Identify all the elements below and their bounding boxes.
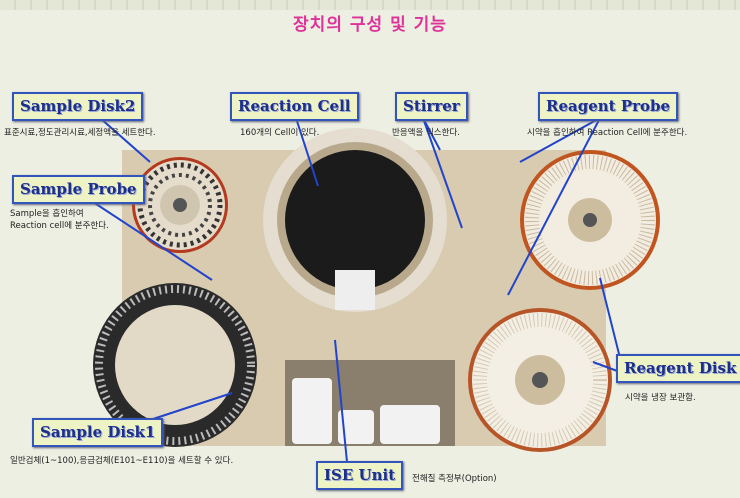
label-ise-unit: ISE Unit xyxy=(316,461,404,490)
desc-sample-probe-line1: Sample을 흡인하여 xyxy=(10,209,84,219)
decorative-border xyxy=(0,0,740,10)
arrow-reagent-probe-1 xyxy=(519,117,601,163)
sample-disk2-drawing xyxy=(132,157,228,253)
desc-sample-probe-line2: Reaction cell에 분주한다. xyxy=(10,221,109,231)
pointer-arrows xyxy=(89,117,621,463)
page-title: 장치의 구성 및 기능 xyxy=(293,15,447,35)
label-reaction-cell: Reaction Cell xyxy=(230,92,359,121)
desc-reaction-cell: 160개의 Cell이 있다. xyxy=(240,128,320,138)
reaction-cell-drawing xyxy=(263,128,447,312)
arrow-reagent-disk-2 xyxy=(592,361,621,373)
ise-unit-drawing xyxy=(285,360,455,446)
label-sample-disk1: Sample Disk1 xyxy=(32,418,164,447)
arrow-sample-disk2 xyxy=(99,117,151,163)
desc-reagent-probe: 시약을 흡인하여 Reaction Cell에 분주한다. xyxy=(527,128,688,138)
desc-reagent-disk: 시약을 냉장 보관함. xyxy=(625,393,696,403)
label-stirrer: Stirrer xyxy=(395,92,468,121)
arrow-reagent-disk-1 xyxy=(599,277,621,359)
arrow-stirrer-2 xyxy=(422,117,463,229)
sample-disk1-drawing xyxy=(93,283,257,447)
label-reagent-probe: Reagent Probe xyxy=(538,92,679,121)
arrow-sample-disk1 xyxy=(149,392,233,421)
reagent-disk-upper-drawing xyxy=(520,150,660,290)
arrow-ise-unit xyxy=(334,339,348,463)
label-sample-disk2: Sample Disk2 xyxy=(12,92,144,121)
reagent-disk-lower-drawing xyxy=(468,308,612,452)
desc-sample-disk2: 표준시료,정도관리시료,세정액을 세트한다. xyxy=(4,128,156,138)
label-sample-probe: Sample Probe xyxy=(12,175,145,204)
desc-ise-unit: 전해질 측정부(Option) xyxy=(412,474,497,484)
desc-sample-disk1: 일반검체(1~100),응급검체(E101~E110)을 세트할 수 있다. xyxy=(10,456,234,466)
arrow-reaction-cell xyxy=(295,117,319,187)
label-reagent-disk: Reagent Disk xyxy=(616,354,740,383)
desc-stirrer: 반응액을 믹스한다. xyxy=(392,128,460,138)
arrow-sample-probe xyxy=(89,199,213,281)
arrow-reagent-probe-2 xyxy=(507,117,601,296)
